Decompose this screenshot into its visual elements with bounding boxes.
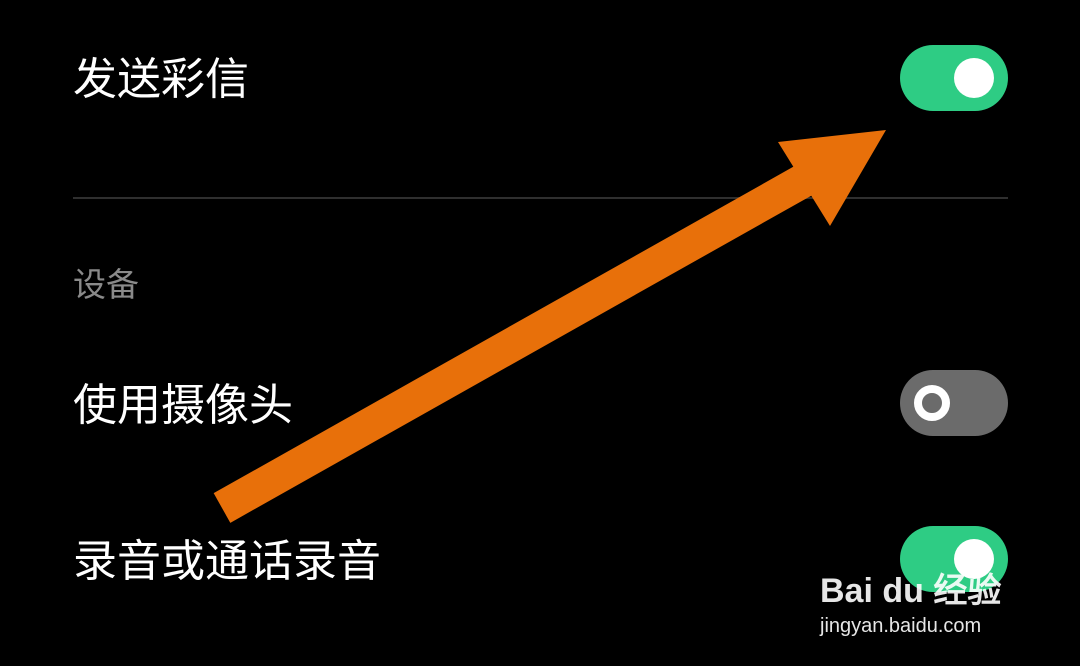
toggle-knob — [954, 58, 994, 98]
toggle-knob — [954, 539, 994, 579]
recording-label: 录音或通话录音 — [73, 536, 381, 587]
mms-toggle[interactable] — [900, 45, 1008, 111]
watermark-url: jingyan.baidu.com — [820, 615, 982, 637]
baidu-logo: Bai du 经验 — [820, 572, 1002, 610]
baidu-jingyan-watermark: Bai du 经验 jingyan.baidu.com — [820, 574, 1020, 644]
divider — [73, 197, 1008, 199]
device-section-header: 设备 — [73, 265, 139, 304]
mms-label: 发送彩信 — [73, 54, 249, 105]
recording-toggle[interactable] — [900, 526, 1008, 592]
toggle-knob — [914, 385, 950, 421]
camera-toggle[interactable] — [900, 370, 1008, 436]
camera-label: 使用摄像头 — [73, 380, 293, 431]
